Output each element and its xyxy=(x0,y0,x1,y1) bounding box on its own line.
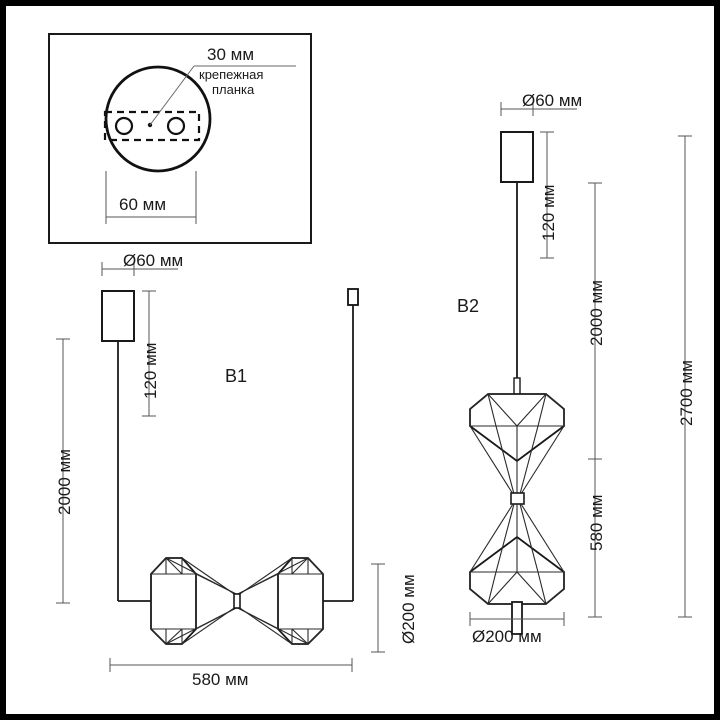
b2-shade-height-dimension xyxy=(588,459,602,618)
detail-callout-note-line1: крепежная xyxy=(199,67,264,82)
b1-shade-right xyxy=(233,557,324,645)
b1-drop-length-dimension xyxy=(56,338,70,604)
detail-base-dimension-line xyxy=(105,171,197,224)
b2-total-height-label: 2700 мм xyxy=(677,360,696,426)
b2-total-height-dimension xyxy=(678,135,692,618)
callout-leader-line xyxy=(149,65,296,126)
mounting-plate-dashed-rect xyxy=(103,110,201,142)
b2-shade-height-label: 580 мм xyxy=(587,494,606,551)
b1-canopy-diameter-label: Ø60 мм xyxy=(123,251,184,270)
b2-shade-lower xyxy=(469,503,565,605)
b2-canopy-height-dimension xyxy=(540,131,554,259)
detail-callout-note-line2: планка xyxy=(212,82,255,97)
b2-shade-centre-knot xyxy=(510,492,525,505)
b2-canopy-diameter-label: Ø60 мм xyxy=(522,91,583,110)
detail-callout-dimension-label: 30 мм xyxy=(207,45,255,64)
b1-right-suspension-cord xyxy=(323,288,359,602)
b1-shade-centre-knot xyxy=(233,593,241,609)
canopy-plan-circle xyxy=(104,65,212,173)
detail-base-dimension-label: 60 мм xyxy=(119,195,167,214)
b2-suspension-cord xyxy=(513,182,521,401)
b1-canopy xyxy=(101,290,135,342)
b2-canopy xyxy=(500,131,534,183)
b1-overall-width-label: 580 мм xyxy=(192,670,249,689)
b2-canopy-diameter-dimension xyxy=(500,102,577,116)
b2-shade-diameter-label: Ø200 мм xyxy=(472,627,542,646)
b1-left-suspension-rod xyxy=(117,341,151,602)
b1-shade-left xyxy=(150,557,241,645)
screw-hole-right xyxy=(166,116,186,136)
b2-shade-diameter-dimension xyxy=(469,612,565,626)
technical-drawing-canvas: .thin { stroke:#2a2a2a; stroke-width:1.1… xyxy=(48,33,692,672)
b2-shade-upper xyxy=(469,393,565,495)
b1-shade-diameter-label: Ø200 мм xyxy=(399,574,418,644)
b2-canopy-height-label: 120 мм xyxy=(539,184,558,241)
b1-shade-diameter-dimension xyxy=(371,563,385,653)
b1-canopy-diameter-dimension xyxy=(101,262,178,276)
b1-canopy-height-dimension xyxy=(142,290,156,417)
b1-overall-width-dimension xyxy=(109,658,353,672)
b1-part-label: B1 xyxy=(225,366,248,386)
b2-part-label: B2 xyxy=(457,296,480,316)
b1-canopy-height-label: 120 мм xyxy=(141,342,160,399)
b1-drop-length-label: 2000 мм xyxy=(55,449,74,515)
b2-bottom-stem xyxy=(511,601,523,635)
screw-hole-left xyxy=(114,116,134,136)
b2-cord-length-label: 2000 мм xyxy=(587,280,606,346)
